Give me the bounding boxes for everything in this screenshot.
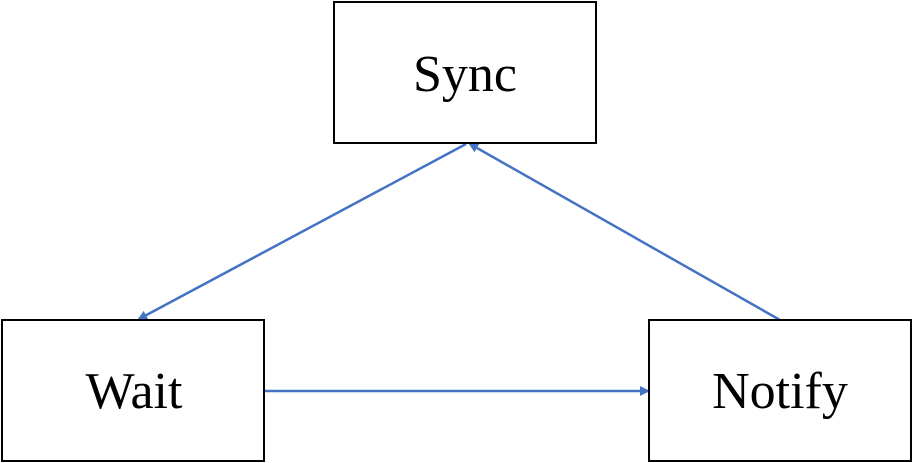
- node-sync-box: [333, 1, 597, 144]
- node-notify-label: Notify: [712, 363, 848, 420]
- edge-notify-to-sync: [468, 142, 781, 322]
- node-sync: Sync: [333, 1, 597, 144]
- node-wait-box: [1, 319, 265, 462]
- node-notify: Notify: [648, 319, 912, 462]
- node-wait-label: Wait: [86, 363, 183, 420]
- node-sync-label: Sync: [413, 46, 517, 103]
- node-wait: Wait: [1, 319, 265, 462]
- node-notify-box: [648, 319, 912, 462]
- edge-sync-to-wait: [137, 142, 467, 321]
